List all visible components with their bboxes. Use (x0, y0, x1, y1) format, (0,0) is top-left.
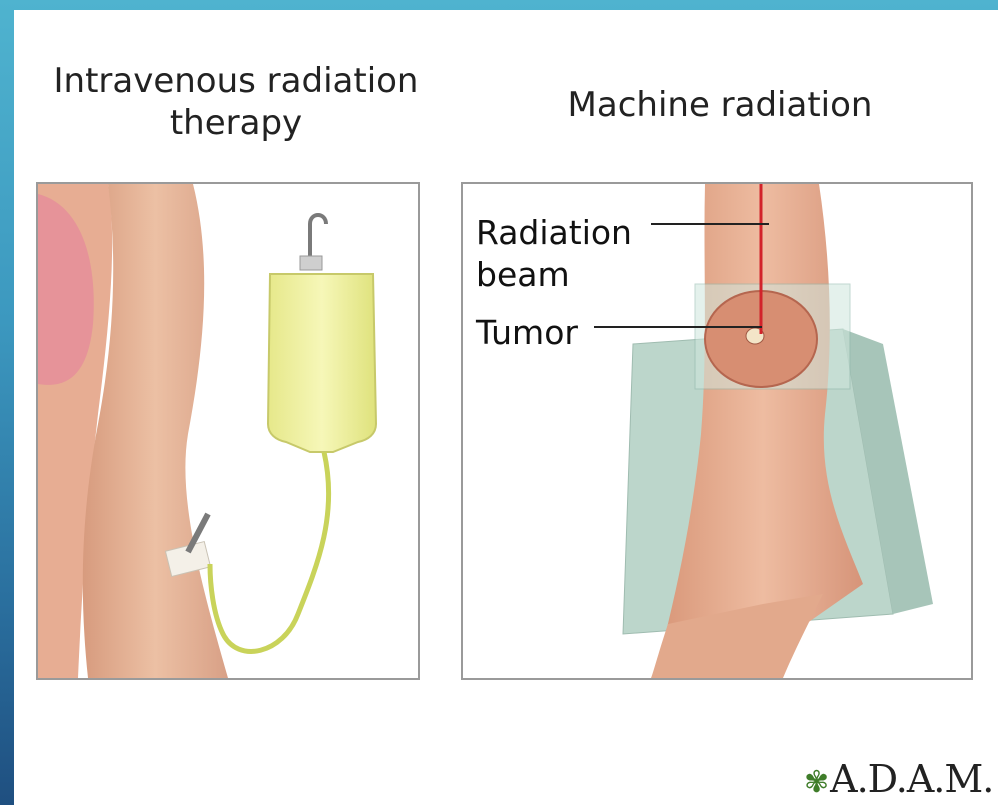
iv-bag (268, 274, 376, 452)
adam-logo-text: A.D.A.M. (830, 757, 993, 801)
radiation-beam-leader-line (651, 223, 769, 225)
iv-therapy-illustration (36, 182, 420, 680)
tumor-leader-line (594, 326, 762, 328)
right-panel-heading: Machine radiation (540, 84, 900, 126)
iv-hook (310, 215, 326, 262)
leaf-icon: ✾ (804, 765, 828, 800)
left-panel-heading: Intravenous radiation therapy (36, 60, 436, 144)
iv-bag-cap (300, 256, 322, 270)
iv-therapy-drawing (38, 184, 418, 678)
radiation-beam-callout: Radiation beam (476, 212, 656, 296)
adam-logo: ✾A.D.A.M. (804, 757, 994, 803)
iv-tubing (210, 452, 329, 651)
tumor-callout: Tumor (476, 312, 578, 354)
